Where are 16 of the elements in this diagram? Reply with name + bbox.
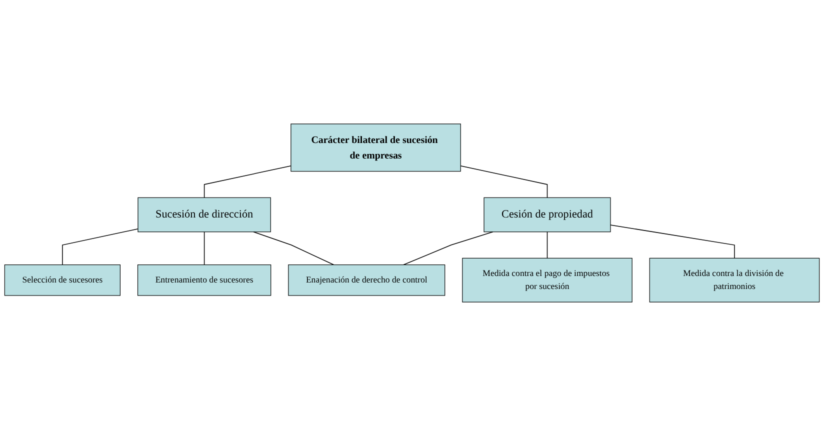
connector	[403, 232, 494, 266]
node-box: Medida contra el pago de impuestos por sucesión	[462, 258, 632, 302]
node-box: Medida contra la división de patrimonios	[649, 258, 820, 302]
connector	[204, 165, 292, 198]
connector	[546, 232, 548, 259]
node-box: Cesión de propiedad	[484, 197, 611, 232]
connector	[460, 165, 548, 198]
connector	[253, 232, 334, 266]
node-box: Entrenamiento de sucesores	[137, 264, 272, 296]
connector	[610, 224, 735, 259]
node-box: Selección de sucesores	[4, 264, 120, 296]
connector	[204, 232, 205, 266]
node-box: Enajenación de derecho de control	[288, 264, 446, 296]
node-box: Carácter bilateral de sucesión de empresas	[290, 124, 461, 172]
connector	[62, 228, 138, 266]
node-box: Sucesión de dirección	[138, 197, 271, 232]
